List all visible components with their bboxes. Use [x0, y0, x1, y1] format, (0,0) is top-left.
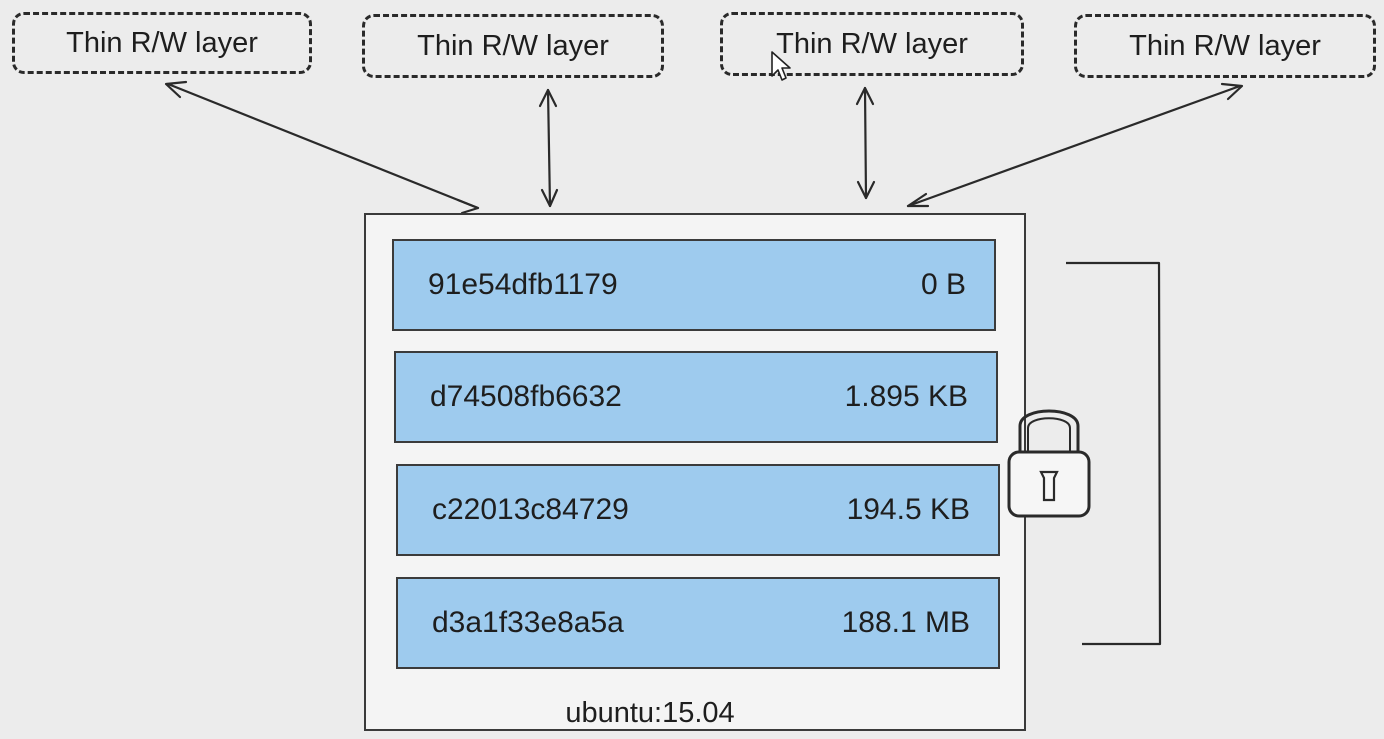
- arrow-1: [166, 82, 480, 210]
- image-layer-4: d3a1f33e8a5a 188.1 MB: [396, 577, 1000, 669]
- rw-layer-box-4: Thin R/W layer: [1074, 14, 1376, 78]
- image-layer-1: 91e54dfb1179 0 B: [392, 239, 996, 331]
- layer-size: 188.1 MB: [841, 606, 970, 639]
- rw-layer-box-3: Thin R/W layer: [720, 12, 1024, 76]
- image-layer-3: c22013c84729 194.5 KB: [396, 464, 1000, 556]
- image-container: 91e54dfb1179 0 B d74508fb6632 1.895 KB c…: [364, 213, 1026, 731]
- arrow-2: [546, 88, 552, 208]
- layer-id: c22013c84729: [432, 493, 629, 526]
- layer-size: 0 B: [920, 268, 966, 301]
- layer-id: d74508fb6632: [430, 380, 622, 413]
- image-layer-2: d74508fb6632 1.895 KB: [394, 351, 998, 443]
- layer-id: 91e54dfb1179: [428, 268, 618, 301]
- mouse-cursor-icon: [771, 51, 791, 81]
- layer-size: 194.5 KB: [846, 493, 970, 526]
- lock-icon: [1007, 409, 1091, 518]
- rw-layer-box-1: Thin R/W layer: [12, 12, 312, 74]
- layer-size: 1.895 KB: [844, 380, 968, 413]
- layer-id: d3a1f33e8a5a: [432, 606, 624, 639]
- image-name-label: ubuntu:15.04: [565, 697, 735, 729]
- rw-layer-box-2: Thin R/W layer: [362, 14, 664, 78]
- arrow-4: [906, 84, 1242, 208]
- arrow-3: [863, 86, 868, 200]
